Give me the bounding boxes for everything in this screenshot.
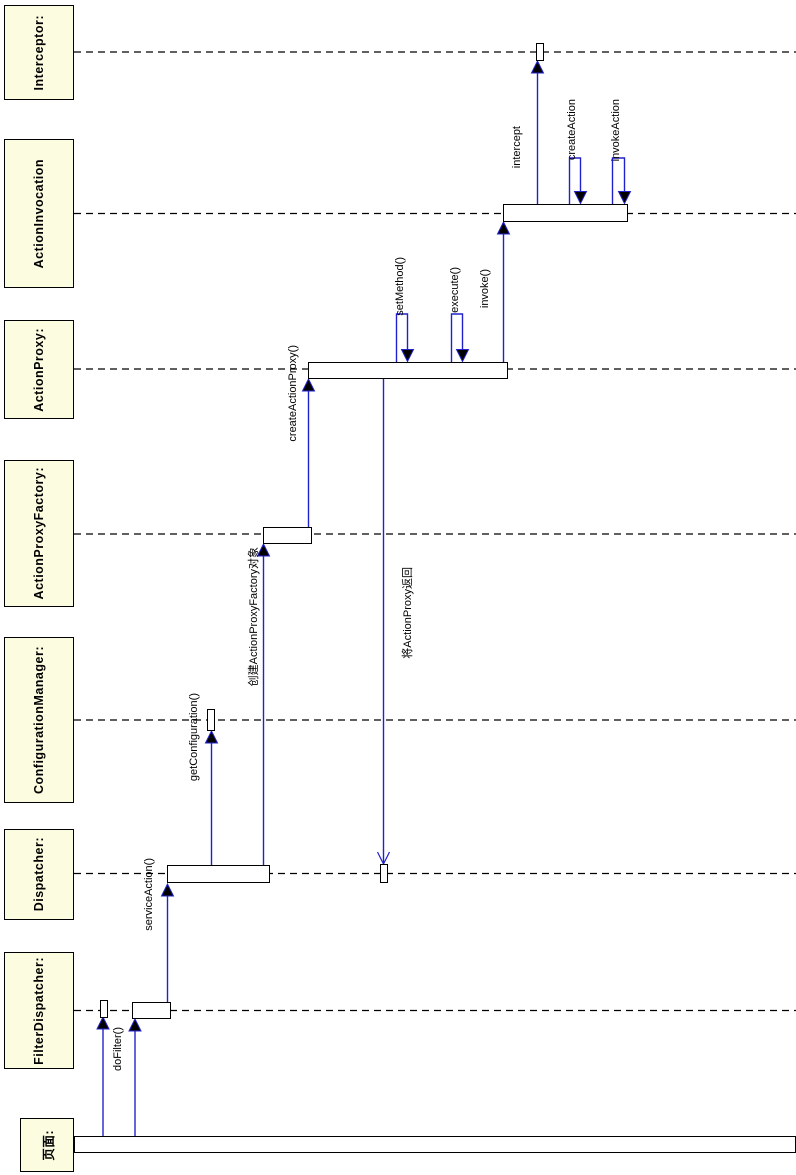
arrowhead-execute — [455, 349, 470, 363]
message-label-intercept: intercept — [511, 126, 523, 169]
lifeline-box-page: 页面: — [20, 1118, 74, 1172]
lifeline-box-filterdispatcher: FilterDispatcher: — [4, 952, 74, 1069]
message-label-create-apf: 创建ActionProxyFactory对象 — [248, 547, 260, 687]
message-label-createactionproxy: createActionProxy() — [287, 345, 299, 442]
arrowhead-intercept — [530, 59, 545, 74]
arrowhead-dofilter-first — [96, 1015, 110, 1030]
lifeline-box-actionproxy: ActionProxy: — [4, 320, 74, 419]
message-label-setmethod: setMethod() — [394, 257, 406, 316]
activation-filterdispatcher — [132, 1002, 171, 1019]
arrowhead-createactionproxy — [301, 377, 316, 392]
message-label-return-actionproxy: 将ActionProxy返回 — [402, 567, 414, 659]
activation-dispatcher-return — [380, 864, 388, 883]
lifeline-label-filterdispatcher: FilterDispatcher: — [32, 956, 46, 1065]
activation-actionproxy — [308, 362, 508, 379]
arrowhead-serviceaction — [160, 882, 175, 897]
activation-interceptor — [536, 43, 544, 61]
arrowhead-setmethod — [400, 349, 415, 363]
message-label-serviceaction: serviceAction() — [143, 858, 155, 931]
message-label-invoke: invoke() — [479, 269, 491, 309]
message-label-execute: execute() — [449, 267, 461, 313]
arrowhead-invokeaction — [617, 191, 632, 205]
lifeline-label-dispatcher: Dispatcher: — [32, 837, 46, 912]
arrowhead-dofilter — [128, 1017, 142, 1032]
lifeline-label-actionproxyfactory: ActionProxyFactory: — [32, 467, 46, 600]
activation-actioninvocation — [503, 204, 628, 222]
message-loop-setmethod — [395, 313, 409, 362]
lifeline-label-page: 页面: — [41, 1129, 56, 1161]
lifeline-box-configurationmanager: ConfigurationManager: — [4, 637, 74, 803]
lifeline-label-configurationmanager: ConfigurationManager: — [32, 646, 46, 794]
message-label-createaction: createAction — [566, 99, 578, 161]
activation-actionproxyfactory — [263, 527, 312, 544]
message-label-dofilter: doFilter() — [112, 1027, 124, 1072]
message-loop-invokeaction — [611, 157, 626, 204]
lifeline-box-interceptor: Interceptor: — [4, 5, 74, 100]
arrowhead-invoke — [496, 220, 511, 235]
activation-page-bar — [74, 1136, 796, 1153]
arrowhead-getconfiguration — [204, 729, 219, 744]
arrowhead-create-apf — [256, 542, 271, 557]
lifeline-box-actionproxyfactory: ActionProxyFactory: — [4, 460, 74, 607]
message-label-getconfiguration: getConfiguration() — [188, 693, 200, 782]
arrowhead-createaction — [573, 191, 588, 205]
lifeline-box-dispatcher: Dispatcher: — [4, 829, 74, 920]
message-label-invokeaction: invokeAction — [610, 99, 622, 162]
lifeline-box-actioninvocation: ActionInvocation — [4, 139, 74, 288]
activation-filterdispatcher-small — [100, 1000, 108, 1018]
lifeline-label-actionproxy: ActionProxy: — [32, 327, 46, 412]
message-loop-createaction — [568, 157, 582, 204]
activation-dispatcher — [167, 865, 270, 883]
message-loop-execute — [450, 313, 464, 362]
lifeline-label-interceptor: Interceptor: — [32, 14, 46, 91]
lifeline-label-actioninvocation: ActionInvocation — [32, 158, 46, 269]
activation-configurationmanager — [207, 709, 215, 731]
